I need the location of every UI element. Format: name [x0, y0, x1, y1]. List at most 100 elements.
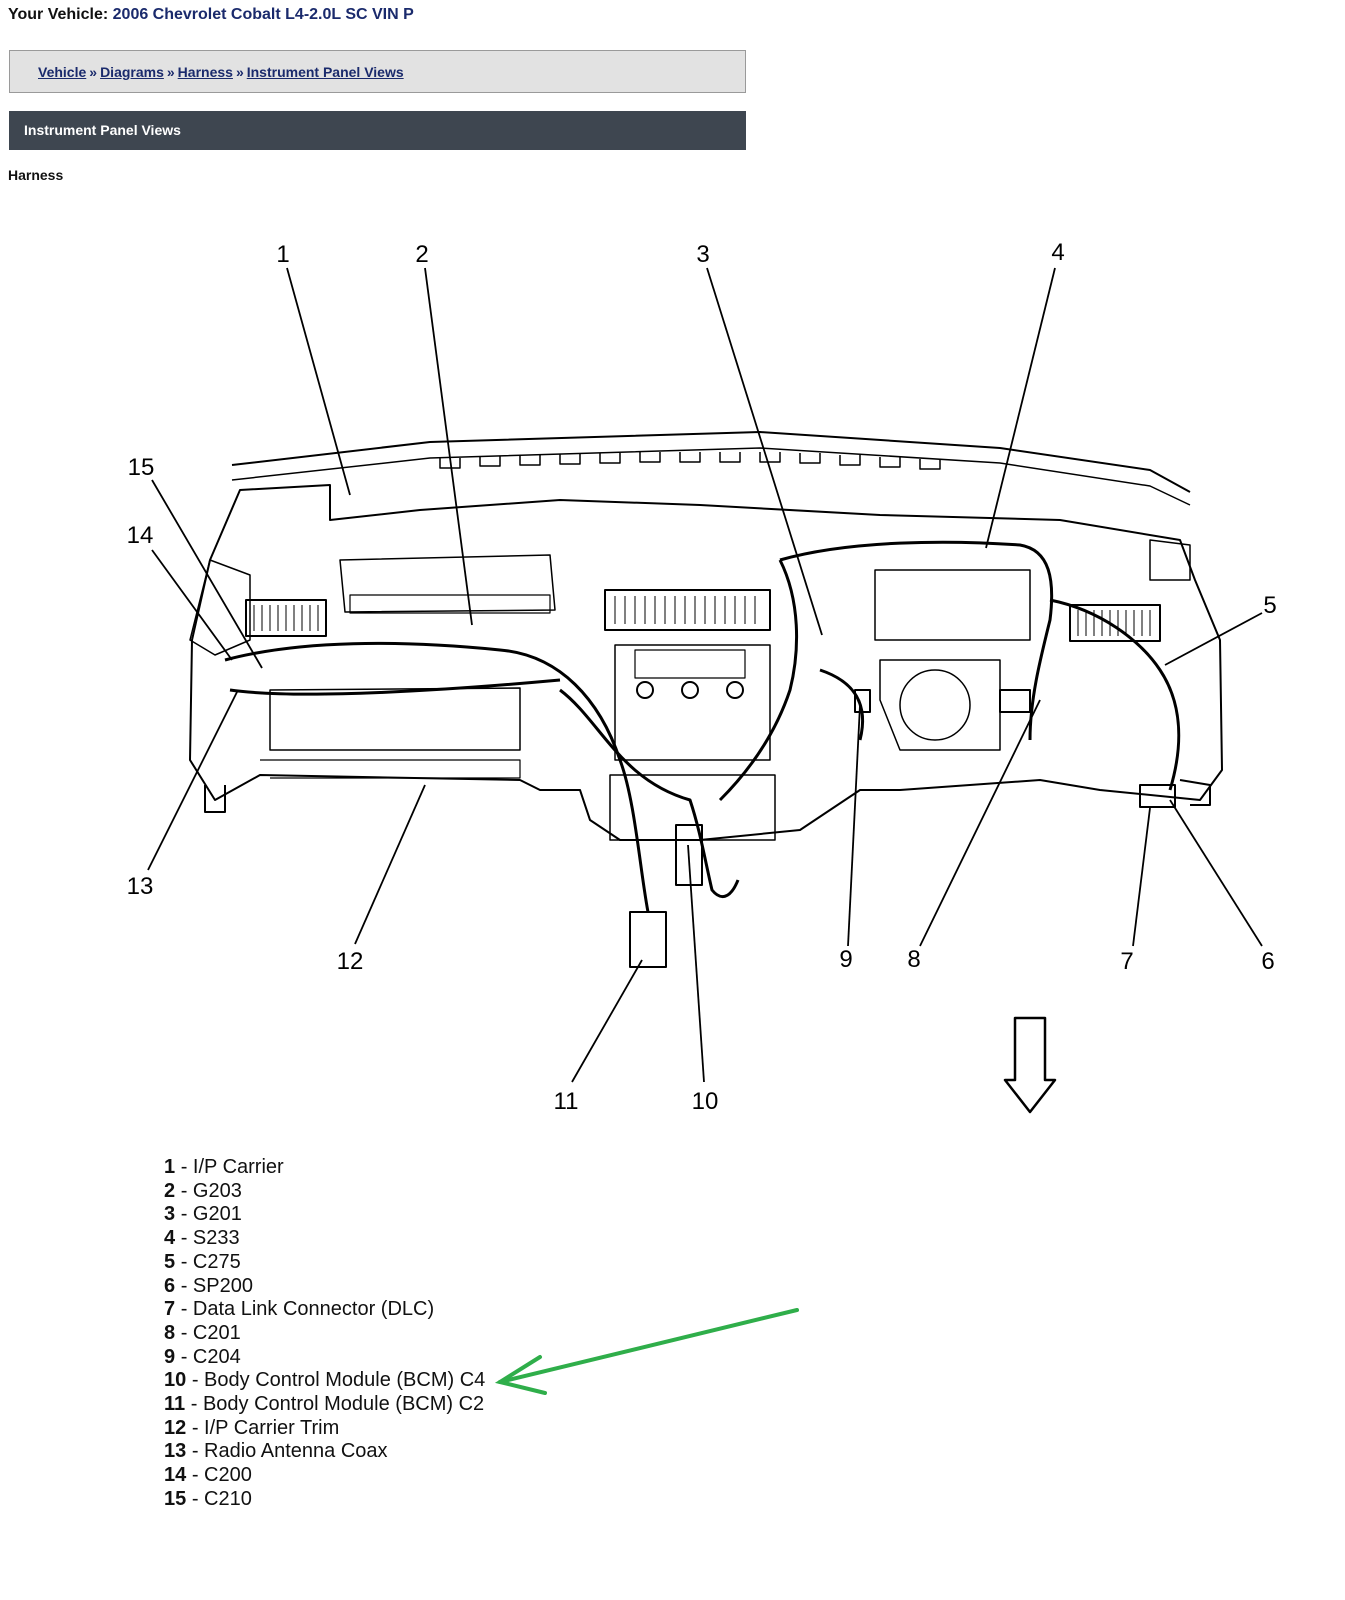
legend-separator: -	[180, 1345, 188, 1368]
breadcrumb-harness[interactable]: Harness	[177, 64, 233, 80]
legend-separator: -	[191, 1487, 199, 1510]
legend-item: 14 - C200	[164, 1464, 485, 1488]
callout-number: 6	[1261, 948, 1274, 975]
legend-separator: -	[180, 1203, 188, 1226]
callout-number: 14	[127, 522, 154, 549]
callout-number: 5	[1263, 592, 1276, 619]
breadcrumb-instrument-panel-views[interactable]: Instrument Panel Views	[246, 64, 404, 80]
callout-number: 10	[692, 1088, 719, 1115]
legend-item: 3 - G201	[164, 1203, 485, 1227]
leader-2	[424, 267, 473, 626]
leader-9	[847, 704, 861, 947]
legend-item: 4 - S233	[164, 1227, 485, 1251]
breadcrumb-vehicle[interactable]: Vehicle	[38, 64, 87, 80]
legend-item: 15 - C210	[164, 1488, 485, 1512]
callout-number: 3	[696, 241, 709, 268]
legend-number: 11	[164, 1393, 186, 1416]
legend-separator: -	[191, 1416, 199, 1439]
legend-label: C210	[204, 1487, 252, 1510]
callout-number: 9	[839, 946, 852, 973]
legend-item: 11 - Body Control Module (BCM) C2	[164, 1393, 485, 1417]
legend-number: 6	[164, 1274, 176, 1297]
legend-separator: -	[191, 1369, 199, 1392]
breadcrumb-separator: »	[166, 64, 175, 80]
legend-item: 6 - SP200	[164, 1275, 485, 1299]
leader-11	[571, 959, 643, 1083]
legend: 1 - I/P Carrier 2 - G203 3 - G201 4 - S2…	[164, 1156, 485, 1512]
leader-13	[147, 689, 239, 871]
legend-item: 9 - C204	[164, 1346, 485, 1370]
legend-label: C275	[192, 1250, 241, 1273]
legend-number: 4	[164, 1227, 176, 1250]
callout-number: 11	[554, 1088, 579, 1115]
legend-item: 2 - G203	[164, 1180, 485, 1204]
subheading: Harness	[8, 167, 64, 183]
callout-number: 13	[127, 873, 154, 900]
leader-12	[354, 784, 426, 945]
legend-label: G201	[192, 1203, 242, 1226]
legend-number: 12	[164, 1416, 187, 1439]
callout-number: 1	[276, 241, 289, 268]
down-arrow-icon	[1003, 1016, 1057, 1114]
leader-8	[919, 699, 1041, 947]
leader-7	[1132, 807, 1151, 947]
legend-separator: -	[180, 1298, 188, 1321]
legend-item: 7 - Data Link Connector (DLC)	[164, 1298, 485, 1322]
legend-label: Data Link Connector (DLC)	[192, 1298, 435, 1321]
callout-numbers: 1 2 3 4 5 6 7 8 9 10 11 12 13 14 15	[127, 239, 1277, 1115]
leader-1	[286, 267, 351, 496]
leader-6	[1169, 799, 1263, 947]
leader-5	[1164, 612, 1263, 666]
legend-separator: -	[180, 1156, 188, 1178]
legend-number: 2	[164, 1179, 176, 1202]
legend-label: G203	[192, 1179, 242, 1202]
legend-number: 7	[164, 1298, 176, 1321]
legend-label: I/P Carrier Trim	[204, 1416, 340, 1439]
breadcrumb-separator: »	[89, 64, 98, 80]
highlight-arrow	[494, 1308, 799, 1395]
legend-label: Radio Antenna Coax	[204, 1440, 388, 1463]
legend-number: 3	[164, 1203, 176, 1226]
legend-label: Body Control Module (BCM) C2	[202, 1393, 485, 1416]
legend-separator: -	[180, 1321, 188, 1344]
legend-number: 10	[164, 1369, 187, 1392]
vehicle-info: Your Vehicle: 2006 Chevrolet Cobalt L4-2…	[8, 6, 414, 24]
legend-separator: -	[191, 1464, 199, 1487]
legend-number: 13	[164, 1440, 187, 1463]
callout-number: 4	[1051, 239, 1064, 266]
breadcrumb-diagrams[interactable]: Diagrams	[100, 64, 164, 80]
leader-10	[687, 844, 705, 1083]
callout-number: 8	[907, 946, 920, 973]
legend-number: 1	[164, 1156, 176, 1178]
leader-14	[151, 549, 233, 661]
legend-item: 12 - I/P Carrier Trim	[164, 1417, 485, 1441]
legend-item: 8 - C201	[164, 1322, 485, 1346]
legend-item: 1 - I/P Carrier	[164, 1156, 485, 1180]
legend-number: 9	[164, 1345, 176, 1368]
vehicle-label: Your Vehicle:	[8, 6, 109, 23]
legend-number: 5	[164, 1250, 176, 1273]
breadcrumb-separator: »	[235, 64, 244, 80]
breadcrumb: Vehicle»Diagrams»Harness»Instrument Pane…	[9, 50, 746, 93]
legend-number: 15	[164, 1487, 187, 1510]
legend-item: 10 - Body Control Module (BCM) C4	[164, 1369, 485, 1393]
legend-label: SP200	[192, 1274, 253, 1297]
callout-number: 12	[337, 948, 364, 975]
leader-15	[151, 479, 263, 669]
legend-item: 5 - C275	[164, 1251, 485, 1275]
legend-label: C204	[192, 1345, 241, 1368]
callout-number: 15	[128, 454, 155, 481]
callout-number: 7	[1120, 948, 1133, 975]
legend-item: 13 - Radio Antenna Coax	[164, 1440, 485, 1464]
legend-label: C200	[204, 1464, 252, 1487]
legend-separator: -	[180, 1250, 188, 1273]
callout-leaders	[147, 267, 1263, 1083]
legend-label: Body Control Module (BCM) C4	[204, 1369, 486, 1392]
legend-separator: -	[180, 1227, 188, 1250]
legend-label: I/P Carrier	[192, 1156, 284, 1178]
callout-number: 2	[415, 241, 428, 268]
leader-3	[706, 267, 823, 636]
section-title-bar: Instrument Panel Views	[9, 111, 746, 150]
legend-label: S233	[192, 1227, 240, 1250]
legend-number: 14	[164, 1464, 187, 1487]
